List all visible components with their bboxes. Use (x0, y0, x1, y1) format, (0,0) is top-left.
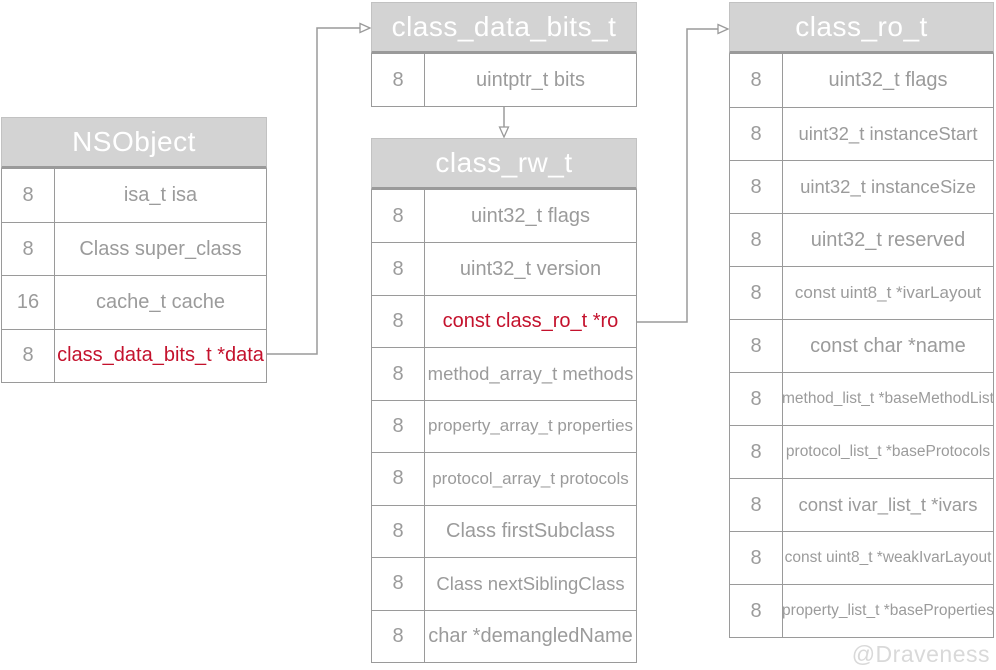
struct-row: 8 Class firstSubclass (372, 504, 636, 558)
struct-row: 8 const ivar_list_t *ivars (730, 478, 993, 531)
row-field: char *demangledName (428, 624, 633, 647)
row-size: 8 (730, 426, 783, 478)
arrow-data-to-class-data-bits (267, 22, 372, 355)
row-field: cache_t cache (96, 290, 225, 313)
row-field: const char *name (810, 334, 966, 357)
struct-row: 8 Class super_class (2, 222, 266, 276)
row-size: 8 (2, 329, 55, 382)
watermark: @Draveness (851, 641, 990, 667)
struct-row: 8 uint32_t instanceStart (730, 107, 993, 160)
row-size: 8 (372, 190, 425, 243)
table-class-data-bits-t-rows: 8 uintptr_t bits (371, 54, 637, 107)
row-size: 8 (730, 320, 783, 372)
row-size: 8 (372, 453, 425, 505)
row-size: 8 (730, 373, 783, 425)
row-field: const ivar_list_t *ivars (798, 494, 978, 515)
table-class-ro-t: class_ro_t 8 uint32_t flags 8 uint32_t inst… (729, 2, 994, 638)
row-field: method_array_t methods (427, 363, 634, 385)
row-size: 8 (372, 54, 425, 106)
row-field: property_list_t *baseProperties (783, 602, 993, 619)
row-field: uint32_t flags (471, 204, 590, 227)
row-size: 8 (730, 267, 783, 319)
struct-row: 8 isa_t isa (2, 169, 266, 223)
table-class-ro-t-header: class_ro_t (729, 2, 994, 54)
row-field: uint32_t reserved (810, 228, 966, 251)
row-field: Class nextSiblingClass (436, 572, 625, 594)
table-class-rw-t-rows: 8 uint32_t flags 8 uint32_t version 8 const c… (371, 190, 637, 663)
row-field: Class firstSubclass (446, 519, 615, 542)
table-nsobject-header: NSObject (1, 117, 267, 169)
row-size: 8 (372, 400, 425, 453)
arrow-bits-to-class-rw (498, 107, 510, 139)
row-size: 8 (730, 54, 783, 107)
row-field: const uint8_t *weakIvarLayout (784, 549, 992, 566)
row-size: 8 (730, 108, 783, 160)
row-size: 8 (372, 348, 425, 400)
struct-row: 16 cache_t cache (2, 275, 266, 329)
struct-row: 8 uintptr_t bits (372, 54, 636, 106)
arrow-ro-to-class-ro (637, 23, 730, 323)
row-field: isa_t isa (123, 184, 198, 207)
struct-row: 8 const uint8_t *ivarLayout (730, 266, 993, 319)
row-field: class_data_bits_t *data (57, 344, 264, 367)
row-field: const uint8_t *ivarLayout (794, 283, 982, 302)
row-field: uint32_t instanceStart (798, 123, 978, 144)
row-size: 8 (730, 532, 783, 584)
row-field: uintptr_t bits (476, 68, 585, 91)
struct-row: 8 Class nextSiblingClass (372, 557, 636, 610)
row-size: 8 (2, 223, 55, 276)
row-field: uint32_t instanceSize (800, 176, 976, 197)
row-size: 8 (372, 505, 425, 558)
row-size: 8 (372, 243, 425, 295)
struct-row: 8 const char *name (730, 319, 993, 372)
struct-row: 8 uint32_t instanceSize (730, 160, 993, 213)
struct-row: 8 protocol_array_t protocols (372, 452, 636, 505)
struct-row: 8 uint32_t version (372, 242, 636, 295)
struct-row: 8 const class_ro_t *ro (372, 294, 636, 348)
row-size: 8 (2, 169, 55, 223)
struct-row: 8 uint32_t reserved (730, 213, 993, 266)
row-field: uint32_t version (459, 257, 602, 280)
row-size: 8 (372, 295, 425, 348)
table-class-data-bits-t: class_data_bits_t 8 uintptr_t bits (371, 2, 637, 107)
struct-row: 8 uint32_t flags (730, 54, 993, 107)
row-size: 8 (730, 214, 783, 266)
row-field: uint32_t flags (828, 69, 948, 91)
row-field: const class_ro_t *ro (442, 310, 619, 333)
table-class-data-bits-t-header: class_data_bits_t (371, 2, 637, 54)
row-field: property_array_t properties (427, 416, 634, 436)
row-size: 16 (2, 276, 55, 329)
row-size: 8 (730, 585, 783, 637)
row-size: 8 (730, 161, 783, 213)
table-class-rw-t-header: class_rw_t (371, 138, 637, 190)
row-size: 8 (730, 479, 783, 531)
row-field: protocol_array_t protocols (432, 468, 629, 488)
row-size: 8 (372, 558, 425, 610)
row-field: method_list_t *baseMethodList (783, 390, 993, 407)
row-field: protocol_list_t *baseProtocols (785, 443, 991, 460)
struct-row: 8 uint32_t flags (372, 190, 636, 243)
table-class-rw-t: class_rw_t 8 uint32_t flags 8 uint32_t vers… (371, 138, 637, 663)
row-size: 8 (372, 610, 425, 662)
row-field: Class super_class (79, 237, 242, 260)
